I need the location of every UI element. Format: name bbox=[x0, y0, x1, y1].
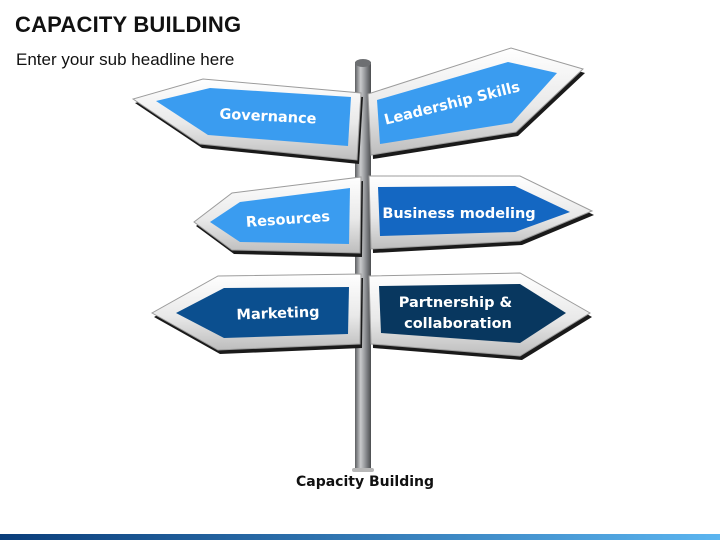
sign-resources-panel bbox=[210, 188, 350, 244]
diagram-caption: Capacity Building bbox=[295, 474, 435, 490]
sign-leadership-skills: Leadership Skills bbox=[367, 47, 585, 159]
sign-business-modeling-panel bbox=[378, 186, 570, 236]
sign-partnership-collaboration-panel bbox=[379, 284, 566, 343]
sign-partnership-collaboration: Partnership & collaboration bbox=[368, 272, 592, 360]
sub-headline: Enter your sub headline here bbox=[16, 50, 235, 69]
sign-governance-panel bbox=[156, 88, 351, 146]
sign-partnership-collaboration-label: Partnership & collaboration bbox=[399, 295, 517, 332]
sign-business-modeling-label: Business modeling bbox=[382, 206, 535, 222]
sign-leadership-skills-panel bbox=[377, 62, 557, 144]
sign-marketing: Marketing bbox=[150, 273, 363, 354]
sign-partnership-line-1: Partnership & bbox=[399, 295, 513, 311]
sign-resources-label: Resources bbox=[245, 209, 330, 231]
sign-partnership-line-2: collaboration bbox=[404, 316, 512, 332]
sign-business-modeling: Business modeling bbox=[368, 175, 594, 253]
sign-governance: Governance bbox=[131, 78, 363, 164]
sign-marketing-label: Marketing bbox=[236, 305, 320, 324]
page-title: CAPACITY BUILDING bbox=[15, 12, 242, 37]
sign-governance-label: Governance bbox=[219, 106, 317, 127]
sign-marketing-panel bbox=[176, 287, 349, 338]
bottom-accent-bar bbox=[0, 534, 720, 540]
sign-resources: Resources bbox=[193, 176, 363, 257]
